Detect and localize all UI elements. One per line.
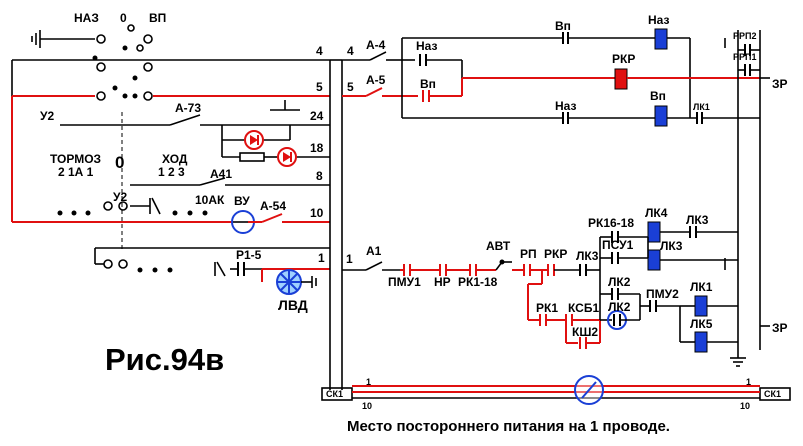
zero-big-label: 0 (115, 153, 124, 172)
diode-led-2 (277, 147, 297, 167)
rrp2-label: РРП2 (733, 31, 756, 41)
lk2b-label: ЛК2 (608, 300, 631, 314)
pos-naz-label: НАЗ (74, 11, 99, 25)
wire-18-label: 18 (310, 141, 324, 155)
rkr-label: РКР (544, 247, 567, 261)
diode-led-1 (244, 130, 264, 150)
rk1618-label: РК16-18 (588, 216, 634, 230)
wire-24-label: 24 (310, 109, 324, 123)
pos-vp-label: ВП (149, 11, 166, 25)
figure-caption: Рис.94в (105, 342, 224, 377)
lk4-coil (647, 221, 661, 243)
cable-w10-left: 10 (362, 401, 372, 411)
controller-section: НАЗ 0 ВП У2 А-73 (11, 11, 343, 390)
lk2a-label: ЛК2 (608, 275, 631, 289)
lk3-cont-label: ЛК3 (686, 213, 709, 227)
naz-coil-label: Наз (648, 13, 669, 27)
rp-label: РП (520, 247, 537, 261)
a1-label: А1 (366, 244, 382, 258)
lk4-coil-label: ЛК4 (645, 206, 668, 220)
u2-mid-label: У2 (113, 190, 127, 204)
a73-label: А-73 (175, 101, 201, 115)
naz1-label: Наз (416, 39, 437, 53)
lk1-top-label: ЛК1 (693, 102, 710, 112)
wire-1-label: 1 (318, 251, 325, 265)
lvd-spark-icon (276, 269, 302, 295)
tormoz-label: ТОРМОЗ (50, 152, 101, 166)
a54-label: А-54 (260, 199, 286, 213)
wire-4r-label: 4 (347, 44, 354, 58)
cable-w1-left: 1 (366, 377, 371, 387)
hod-positions: 1 2 3 (158, 165, 185, 179)
a4-label: А-4 (366, 38, 386, 52)
pmu1-label: ПМУ1 (388, 275, 421, 289)
relay-section: 4 5 1 А-4 Вп Наз Наз А-5 Вп РКР (342, 13, 788, 367)
lk5-coil (694, 331, 708, 353)
lvd-label: ЛВД (278, 297, 308, 313)
naz-bot-label: Наз (555, 99, 576, 113)
rk1-label: РК1 (536, 301, 558, 315)
psu1-label: ПСУ1 (602, 238, 634, 252)
lk1-coil (694, 295, 708, 317)
zr-bot-label: ЗР (772, 321, 788, 335)
hod-label: ХОД (162, 152, 188, 166)
u2-top-label: У2 (40, 109, 54, 123)
naz-coil (654, 28, 668, 50)
lk3-coil (647, 249, 661, 271)
vu-label: ВУ (234, 194, 250, 208)
wire-1r-label: 1 (346, 252, 353, 266)
ksh2-label: КШ2 (572, 325, 598, 339)
vp1-label: Вп (420, 77, 436, 91)
wire-8-label: 8 (316, 169, 323, 183)
avt-label: АВТ (486, 239, 511, 253)
lk3a-label: ЛК3 (576, 249, 599, 263)
lk5-coil-label: ЛК5 (690, 317, 713, 331)
wire-10-label: 10 (310, 206, 324, 220)
wire-5-label: 5 (316, 80, 323, 94)
lk1-coil-label: ЛК1 (690, 280, 713, 294)
cable-sk1: СК1 СК1 1 10 1 10 (321, 375, 791, 411)
footer-note: Место постороннего питания на 1 проводе. (347, 418, 670, 435)
sk1-right-tag: СК1 (764, 389, 781, 399)
rk118-label: РК1-18 (458, 275, 498, 289)
pmu2-label: ПМУ2 (646, 287, 679, 301)
cable-w1-right: 1 (746, 377, 751, 387)
vp-coil-label: Вп (650, 89, 666, 103)
r15-label: Р1-5 (236, 248, 262, 262)
nr-label: НР (434, 275, 451, 289)
wire-5r-label: 5 (347, 80, 354, 94)
ak10-label: 10АК (195, 193, 225, 207)
pos-zero-label: 0 (120, 11, 127, 25)
tormoz-positions: 2 1А 1 (58, 165, 94, 179)
a5-label: А-5 (366, 73, 386, 87)
lk3-coil-label: ЛК3 (660, 239, 683, 253)
vp-coil (654, 105, 668, 127)
a41-label: А41 (210, 167, 232, 181)
rkr-coil-label: РКР (612, 52, 635, 66)
ksb1-label: КСБ1 (568, 301, 599, 315)
wire-4-label: 4 (316, 44, 323, 58)
sk1-left-tag: СК1 (326, 389, 343, 399)
drum-contacts (96, 24, 153, 269)
rrp1-label: РРП1 (733, 52, 756, 62)
cable-w10-right: 10 (740, 401, 750, 411)
vp-top-label: Вп (555, 19, 571, 33)
rkr-coil (614, 68, 628, 90)
zr-top-label: ЗР (772, 77, 788, 91)
